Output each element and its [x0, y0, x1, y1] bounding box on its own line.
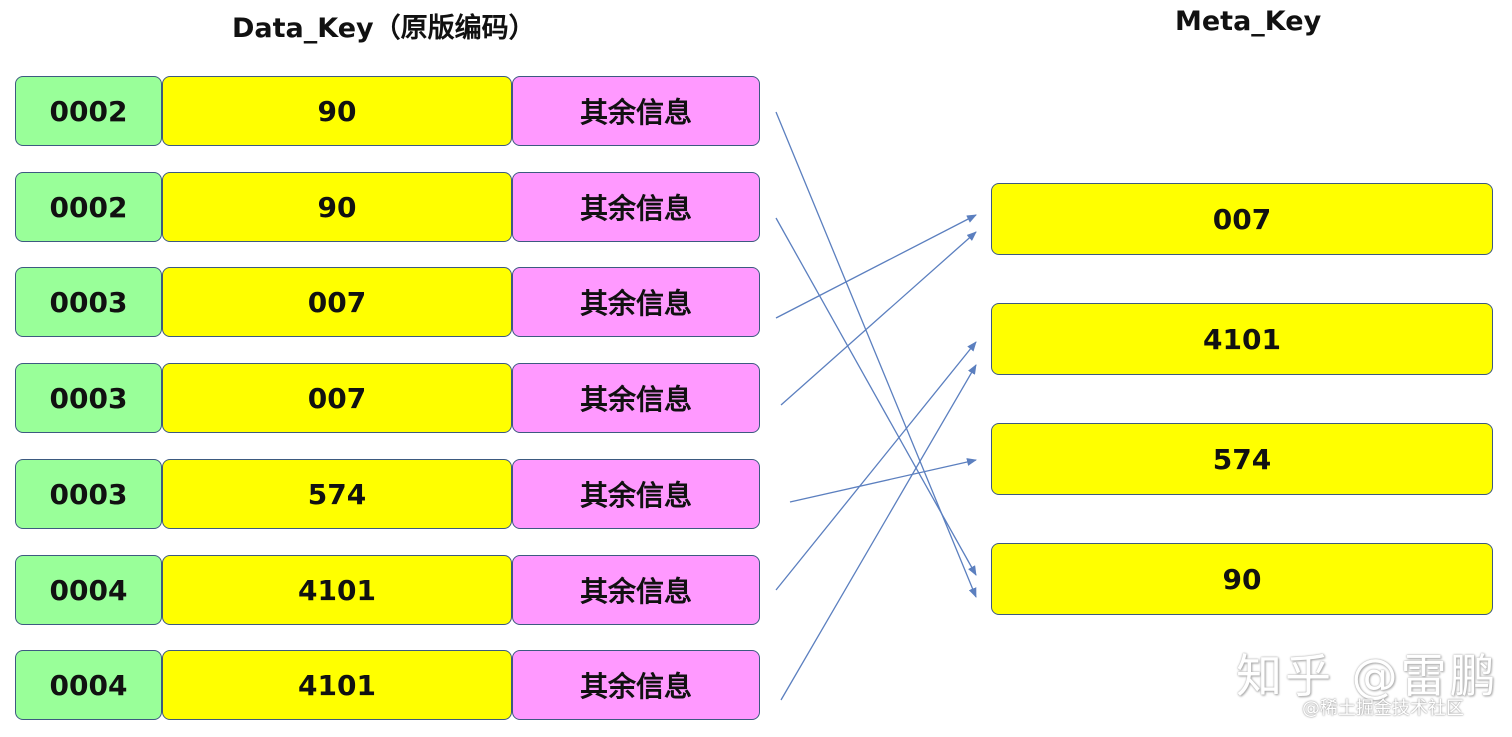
data-row-id-cell: 0002 — [15, 172, 162, 242]
data-row-value-cell: 574 — [162, 459, 512, 529]
meta-key-title: Meta_Key — [1175, 6, 1322, 37]
data-row-value-cell: 4101 — [162, 650, 512, 720]
data-row-id-cell: 0003 — [15, 363, 162, 433]
zhihu-watermark: 知乎 @雷鹏 — [1236, 649, 1499, 703]
data-row-info-cell: 其余信息 — [512, 172, 760, 242]
juejin-watermark: @稀土掘金技术社区 — [1302, 698, 1464, 719]
data-row-id-cell: 0003 — [15, 459, 162, 529]
data-row-id-cell: 0002 — [15, 76, 162, 146]
meta-key-box: 574 — [991, 423, 1493, 495]
data-row-value-cell: 007 — [162, 363, 512, 433]
data-row-id-cell: 0004 — [15, 555, 162, 625]
meta-key-box: 4101 — [991, 303, 1493, 375]
data-row-value-cell: 007 — [162, 267, 512, 337]
data-row-value-cell: 90 — [162, 76, 512, 146]
arrow-row6-to-4101 — [775, 341, 977, 591]
data-row-value-cell: 4101 — [162, 555, 512, 625]
arrow-row5-to-574 — [789, 458, 977, 503]
data-row-info-cell: 其余信息 — [512, 267, 760, 337]
data-row-info-cell: 其余信息 — [512, 459, 760, 529]
data-row-id-cell: 0003 — [15, 267, 162, 337]
meta-key-box: 007 — [991, 183, 1493, 255]
data-row-info-cell: 其余信息 — [512, 555, 760, 625]
arrow-row2-to-90 — [775, 217, 977, 576]
arrow-row4-to-007 — [780, 231, 977, 406]
data-row-value-cell: 90 — [162, 172, 512, 242]
meta-key-box: 90 — [991, 543, 1493, 615]
data-row-info-cell: 其余信息 — [512, 650, 760, 720]
data-row-info-cell: 其余信息 — [512, 76, 760, 146]
data-row-id-cell: 0004 — [15, 650, 162, 720]
arrow-row3-to-007 — [775, 214, 977, 319]
data-row-info-cell: 其余信息 — [512, 363, 760, 433]
arrow-row1-to-90 — [775, 111, 977, 598]
data-key-title: Data_Key（原版编码） — [232, 13, 536, 44]
arrow-row7-to-4101 — [780, 364, 977, 701]
